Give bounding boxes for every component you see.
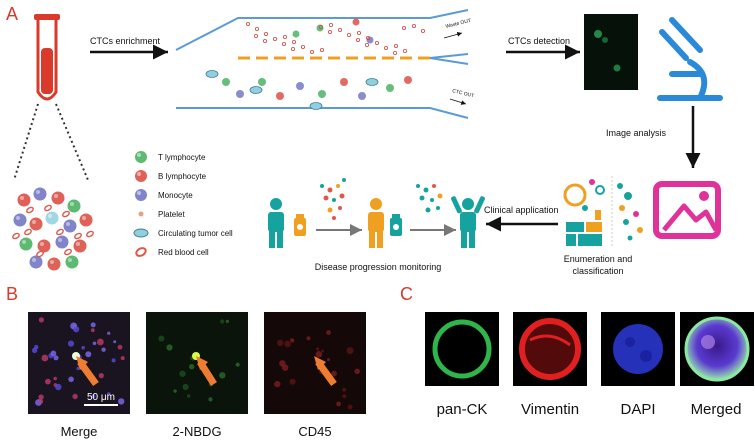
legend-label: Platelet <box>158 210 185 219</box>
caption-merge: Merge <box>61 424 98 439</box>
detection-label: CTCs detection <box>508 36 570 46</box>
fluorescence-image <box>584 14 638 90</box>
enrichment-label: CTCs enrichment <box>90 36 161 46</box>
legend-item: Platelet <box>138 210 185 219</box>
panel-label-b: B <box>6 284 18 304</box>
microscope-icon <box>657 17 723 101</box>
analytics-icon <box>563 176 643 246</box>
zoom-line-left <box>13 103 39 181</box>
caption-merged: Merged <box>691 401 742 418</box>
cell-icon <box>135 151 147 163</box>
legend-label: Circulating tumor cell <box>158 229 233 238</box>
microfluidic-chip <box>175 9 469 119</box>
legend-label: T lymphocyte <box>158 153 206 162</box>
legend-label: Monocyte <box>158 191 193 200</box>
patient-figure-3-icon <box>451 196 485 248</box>
ctc-out-arrow <box>449 98 467 105</box>
red-blood-cell-icon <box>135 247 147 257</box>
microscopy-merge: 50 μm <box>28 312 130 414</box>
legend-item: Red blood cell <box>135 247 209 257</box>
patient-figure-1-icon <box>268 198 284 248</box>
panel-label-a: A <box>6 4 18 24</box>
clinical-application-label: Clinical application <box>484 205 559 215</box>
caption-2nbdg: 2-NBDG <box>172 424 221 439</box>
patient-figure-2-icon <box>368 198 384 248</box>
cell-vimentin <box>513 312 587 386</box>
cell-dapi <box>601 312 675 386</box>
caption-vimentin: Vimentin <box>521 401 579 418</box>
medicine-bottle-2-icon <box>390 214 402 236</box>
microscopy-cd45 <box>264 312 366 414</box>
picture-icon <box>653 181 721 239</box>
zoom-line-right <box>55 103 89 181</box>
caption-cd45: CD45 <box>298 424 331 439</box>
cell-icon <box>135 170 147 182</box>
legend-item: T lymphocyte <box>135 151 206 163</box>
blood-cell-cluster <box>12 187 94 271</box>
pill-scatter-1-icon <box>320 178 346 220</box>
microscopy-2nbdg <box>146 312 248 414</box>
pill-scatter-2-icon <box>416 184 443 213</box>
enumeration-label-line2: classification <box>572 266 623 276</box>
cell-icon <box>135 189 147 201</box>
legend-label: Red blood cell <box>158 248 209 257</box>
cell-merged <box>680 312 754 386</box>
platelet-icon <box>138 211 144 217</box>
enumeration-label-line1: Enumeration and <box>564 254 633 264</box>
waste-out-label: Waste OUT <box>445 18 472 30</box>
panel-label-c: C <box>400 284 413 304</box>
progression-label: Disease progression monitoring <box>315 262 442 272</box>
waste-out-arrow <box>443 31 463 39</box>
legend-item: Monocyte <box>135 189 193 201</box>
ctc-out-label: CTC OUT <box>452 88 475 99</box>
cell-pan-ck <box>425 312 499 386</box>
legend-label: B lymphocyte <box>158 172 207 181</box>
medicine-bottle-1-icon <box>294 214 306 236</box>
image-analysis-label: Image analysis <box>606 128 667 138</box>
scale-bar-label: 50 μm <box>87 392 115 403</box>
legend-item: B lymphocyte <box>135 170 207 182</box>
chip-cells <box>205 18 425 110</box>
tumor-cell-icon <box>133 228 149 238</box>
caption-pan-ck: pan-CK <box>437 401 488 418</box>
legend-item: Circulating tumor cell <box>133 228 233 238</box>
blood-tube-icon <box>34 14 60 101</box>
cell-legend: T lymphocyte B lymphocyteMonocytePlatelet… <box>133 151 233 257</box>
caption-dapi: DAPI <box>620 401 655 418</box>
